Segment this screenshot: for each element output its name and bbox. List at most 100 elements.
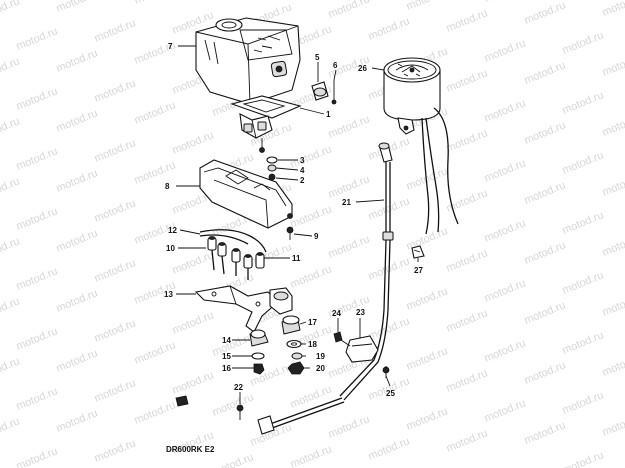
watermark-text: motod.ru <box>483 337 528 364</box>
watermark-text: motod.ru <box>327 113 372 140</box>
callout-17: 17 <box>308 318 317 327</box>
watermark-text: motod.ru <box>0 175 21 202</box>
watermark-text: motod.ru <box>0 0 21 23</box>
watermark-text: motod.ru <box>601 411 625 438</box>
callout-3: 3 <box>300 156 305 165</box>
watermark-text: motod.ru <box>405 285 450 312</box>
callout-27: 27 <box>414 266 423 275</box>
watermark-text: motod.ru <box>523 59 568 86</box>
model-code-caption: DR600RK E2 <box>166 445 215 454</box>
watermark-text: motod.ru <box>483 217 528 244</box>
watermark-text: motod.ru <box>289 383 334 410</box>
callout-26: 26 <box>358 64 367 73</box>
watermark-text: motod.ru <box>93 197 138 224</box>
watermark-text: motod.ru <box>523 359 568 386</box>
watermark-text: motod.ru <box>523 179 568 206</box>
grommet-set-part <box>281 315 305 375</box>
watermark-text: motod.ru <box>561 389 606 416</box>
watermark-text: motod.ru <box>483 37 528 64</box>
watermark-text: motod.ru <box>249 241 294 268</box>
callout-20: 20 <box>316 364 325 373</box>
watermark-text: motod.ru <box>367 315 412 342</box>
watermark-text: motod.ru <box>561 89 606 116</box>
watermark-text: motod.ru <box>405 405 450 432</box>
watermark-text: motod.ru <box>133 399 178 426</box>
watermark-text: motod.ru <box>327 0 372 21</box>
watermark-text: motod.ru <box>15 145 60 172</box>
watermark-text: motod.ru <box>171 309 216 336</box>
watermark-text: motod.ru <box>133 159 178 186</box>
watermark-text: motod.ru <box>445 307 490 334</box>
watermark-text: motod.ru <box>211 451 256 468</box>
callout-15: 15 <box>222 352 231 361</box>
callout-18: 18 <box>308 340 317 349</box>
watermark-text: motod.ru <box>289 203 334 230</box>
watermark-text: motod.ru <box>327 173 372 200</box>
small-clip-part <box>175 395 189 407</box>
callout-22: 22 <box>234 383 243 392</box>
bulb-socket-harness-part <box>199 229 267 280</box>
leader-lines <box>176 45 419 404</box>
watermark-text: motod.ru <box>133 339 178 366</box>
watermark-text: motod.ru <box>601 231 625 258</box>
watermark-text: motod.ru <box>483 0 528 5</box>
grommet-set-left-part <box>249 329 269 375</box>
watermark-text: motod.ru <box>93 317 138 344</box>
watermark-text: motod.ru <box>15 25 60 52</box>
watermark-text: motod.ru <box>483 277 528 304</box>
watermark-text: motod.ru <box>561 29 606 56</box>
watermark-text: motod.ru <box>55 347 100 374</box>
watermark-text: motod.ru <box>15 445 60 468</box>
watermark-text: motod.ru <box>601 51 625 78</box>
watermark-text: motod.ru <box>15 85 60 112</box>
callout-24: 24 <box>332 309 341 318</box>
watermark-text: motod.ru <box>367 15 412 42</box>
callout-16: 16 <box>222 364 231 373</box>
watermark-text: motod.ru <box>171 129 216 156</box>
case-screw-part <box>286 226 294 240</box>
watermark-text: motod.ru <box>93 257 138 284</box>
mounting-bracket-part <box>194 285 293 333</box>
washer-stack-part <box>266 156 278 181</box>
watermark-text: motod.ru <box>55 227 100 254</box>
watermark-text: motod.ru <box>211 391 256 418</box>
watermark-text: motod.ru <box>171 249 216 276</box>
callout-1: 1 <box>326 110 331 119</box>
watermark-text: motod.ru <box>289 143 334 170</box>
watermark-text: motod.ru <box>93 77 138 104</box>
callout-4: 4 <box>300 166 305 175</box>
watermark-text: motod.ru <box>445 427 490 454</box>
watermark-text: motod.ru <box>0 115 21 142</box>
callout-10: 10 <box>166 244 175 253</box>
watermark-text: motod.ru <box>15 385 60 412</box>
bolt-22-part <box>236 404 244 420</box>
watermark-text: motod.ru <box>93 377 138 404</box>
watermark-text: motod.ru <box>93 437 138 464</box>
watermark-text: motod.ru <box>601 291 625 318</box>
watermark-text: motod.ru <box>523 299 568 326</box>
watermark-text: motod.ru <box>483 157 528 184</box>
watermark-text: motod.ru <box>55 287 100 314</box>
watermark-text: motod.ru <box>561 269 606 296</box>
watermark-text: motod.ru <box>445 7 490 34</box>
callout-labels: 7 5 6 1 3 4 2 8 9 12 10 11 13 14 15 16 1… <box>164 42 423 454</box>
watermark-text: motod.ru <box>55 0 100 15</box>
watermark-text: motod.ru <box>483 397 528 424</box>
watermark-text: motod.ru <box>483 97 528 124</box>
watermark-text: motod.ru <box>327 233 372 260</box>
callout-12: 12 <box>168 226 177 235</box>
speedometer-cable-part <box>257 142 394 435</box>
watermark-text: motod.ru <box>15 205 60 232</box>
watermark-text: motod.ru <box>15 325 60 352</box>
watermark-text: motod.ru <box>0 235 21 262</box>
watermark-text: motod.ru <box>601 351 625 378</box>
watermark-text: motod.ru <box>523 119 568 146</box>
watermark-text: motod.ru <box>211 331 256 358</box>
watermark-text: motod.ru <box>15 265 60 292</box>
callout-25: 25 <box>386 389 395 398</box>
watermark-text: motod.ru <box>0 415 21 442</box>
meter-lower-case-part <box>199 159 293 229</box>
watermark-text: motod.ru <box>0 55 21 82</box>
